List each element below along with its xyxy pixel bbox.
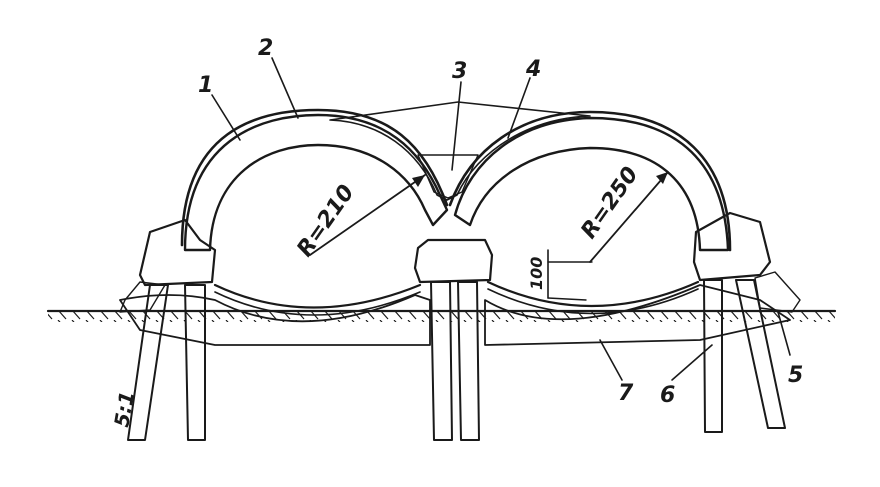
inverts: [213, 280, 700, 316]
callout-labels: 1 2 3 4 5 6 7: [198, 36, 803, 408]
pile-caps: [138, 211, 772, 287]
callout-7: 7: [618, 381, 634, 406]
side-fill: [119, 271, 801, 313]
radius-right-label: R=250: [576, 163, 643, 244]
rise-label: 100: [527, 257, 546, 290]
callout-4: 4: [525, 57, 541, 82]
callout-1: 1: [198, 73, 213, 98]
right-arch-ring: [453, 116, 730, 252]
pile-slope-label: 5:1: [109, 389, 139, 428]
ground-surface: [46, 309, 837, 322]
valley-fill: [329, 101, 591, 201]
callout-6: 6: [660, 383, 675, 408]
callout-3: 3: [452, 59, 467, 84]
leader-lines: [211, 57, 791, 381]
extrados-line: [180, 108, 732, 252]
piles: [127, 279, 786, 441]
callout-5: 5: [788, 363, 803, 388]
left-arch-ring: [183, 113, 449, 252]
radius-left-label: R=210: [292, 181, 359, 262]
radius-left-dimension: [309, 174, 426, 256]
rise-dimension: [547, 249, 593, 301]
callout-2: 2: [258, 36, 273, 61]
radius-right-dimension: [589, 171, 669, 263]
